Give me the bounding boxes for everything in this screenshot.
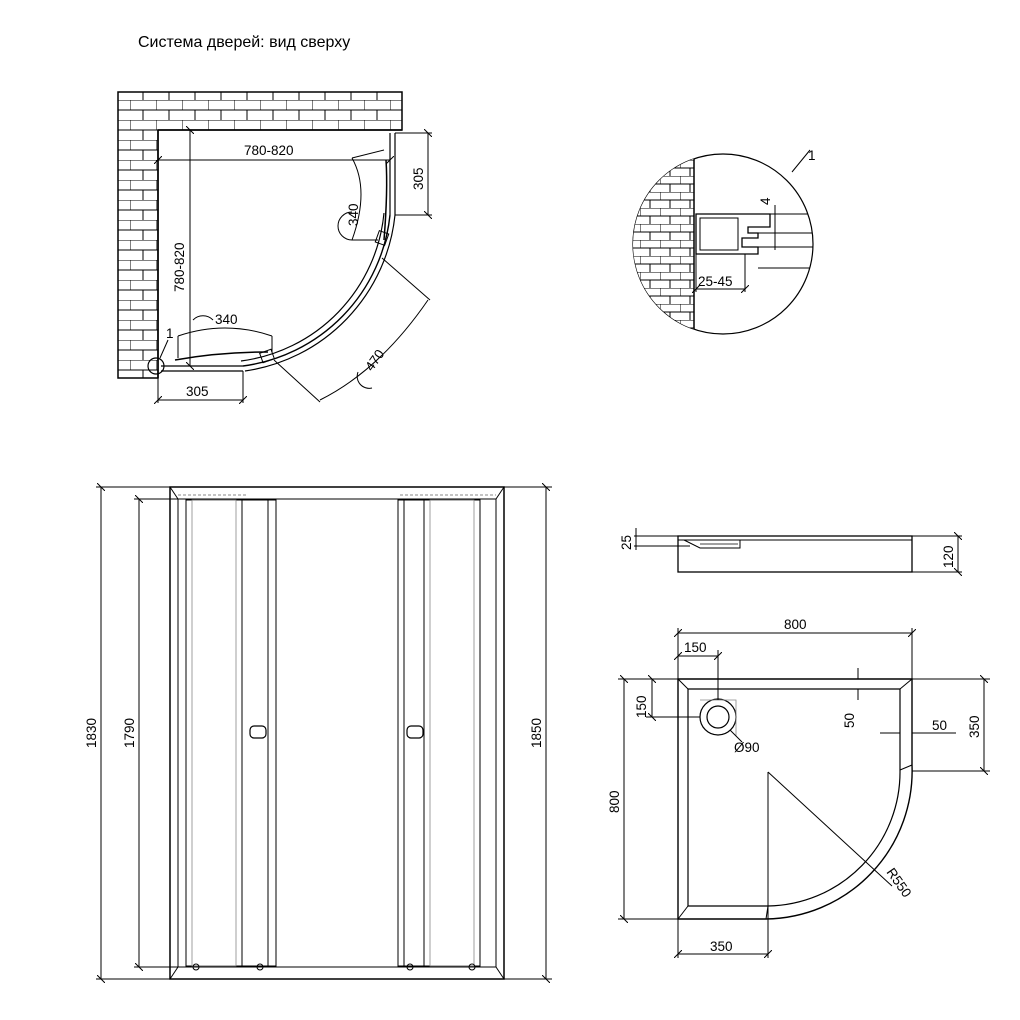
detail-callout-label: 1: [808, 148, 816, 163]
dim-350-v-label: 350: [967, 715, 982, 738]
drawing-title: Система дверей: вид сверху: [138, 34, 351, 51]
arc-glass-inner: [240, 212, 385, 362]
dim-arc-340-h-label: 340: [215, 312, 238, 327]
top-view: 1 780-820 780-820 305 305 340 340: [117, 91, 432, 403]
dim-50-h-label: 50: [932, 718, 947, 733]
dim-350-h-label: 350: [710, 939, 733, 954]
dim-width-label: 780-820: [244, 143, 294, 158]
dim-1790-label: 1790: [122, 718, 137, 748]
dim-1850-label: 1850: [529, 718, 544, 748]
dim-bottom-305-label: 305: [186, 384, 209, 399]
drain-outer-icon: [699, 698, 737, 736]
detail-dim-4-label: 4: [758, 197, 773, 205]
dim-drain-90-label: Ø90: [734, 740, 760, 755]
dim-1830-label: 1830: [84, 718, 99, 748]
tray-side-view: 25 120: [619, 528, 962, 572]
dim-25-label: 25: [619, 535, 634, 550]
dim-50-v-label: 50: [842, 713, 857, 728]
dim-right-305-label: 305: [411, 167, 426, 190]
front-frame-outer: [169, 486, 505, 980]
corner-detail-marker: [147, 357, 165, 375]
drain-inner-icon: [706, 705, 730, 729]
dim-800-v-label: 800: [607, 790, 622, 813]
dim-800-h-label: 800: [784, 617, 807, 632]
front-view: 1830 1790 1850: [84, 487, 552, 979]
dim-120-label: 120: [941, 545, 956, 568]
dim-height-label: 780-820: [172, 242, 187, 292]
top-callout-label: 1: [166, 326, 174, 341]
detail-dim-range-label: 25-45: [698, 274, 733, 289]
tray-top-view: Ø90 R550 800 150 800 150 350 350: [607, 617, 990, 958]
handle-right-icon: [406, 725, 424, 739]
profile-detail: 1 4 25-45: [632, 148, 816, 335]
brick-wall: [117, 91, 403, 379]
dim-150-h-label: 150: [684, 640, 707, 655]
dim-arc-340-v-label: 340: [346, 203, 361, 226]
dim-150-v-label: 150: [634, 695, 649, 718]
handle-left-icon: [249, 725, 267, 739]
